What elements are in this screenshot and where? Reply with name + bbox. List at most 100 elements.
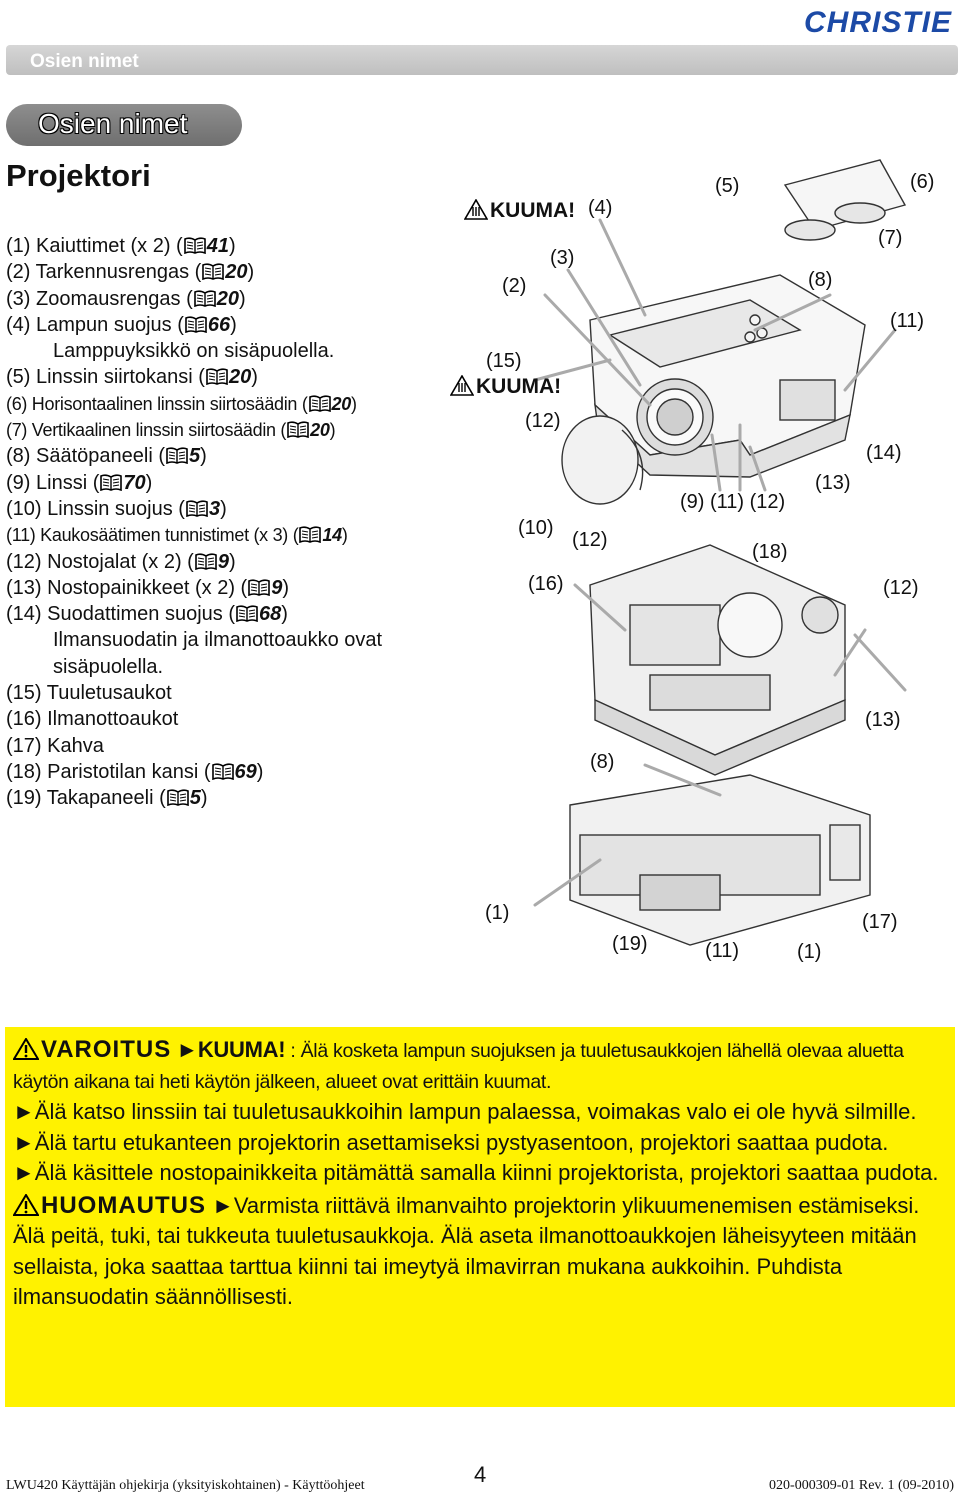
part-page-ref[interactable]: 20 (310, 420, 330, 441)
book-reference-icon (193, 289, 216, 307)
book-reference-icon (206, 368, 228, 386)
parts-list-item: (7) Vertikaalinen linssin siirtosäädin (… (6, 420, 336, 441)
parts-list-item: (12) Nostojalat (x 2) (9) (6, 550, 236, 573)
warning-bullet-1: ►Älä katso linssiin tai tuuletusaukkoihi… (13, 1099, 917, 1124)
part-page-ref[interactable]: 5 (188, 445, 201, 468)
part-text: (15) Tuuletusaukot (6, 682, 172, 705)
part-page-ref[interactable]: 41 (206, 235, 229, 257)
parts-list-item: (18) Paristotilan kansi (69) (6, 760, 264, 783)
part-text: (17) Kahva (6, 734, 104, 757)
part-page-ref[interactable]: 20 (331, 393, 352, 414)
part-text: (1) Kaiuttimet (x 2) ( (6, 235, 183, 257)
parts-list-item: (13) Nostopainikkeet (x 2) (9) (6, 576, 289, 599)
warning-triangle-icon (13, 1038, 39, 1060)
warning-hot-label: ►KUUMA! (176, 1037, 286, 1062)
parts-list-item: (4) Lampun suojus (66) (6, 313, 237, 336)
book-reference-icon (236, 605, 258, 623)
book-reference-icon (299, 526, 322, 544)
parts-list-item: (19) Takapaneeli (5) (6, 787, 208, 810)
callout-19: (19) (612, 933, 648, 955)
callout-15: (15) (486, 350, 522, 372)
parts-list-item: (1) Kaiuttimet (x 2) (41) (6, 235, 236, 257)
part-text: (6) Horisontaalinen linssin siirtosäädin… (6, 393, 308, 414)
parts-list-item: Lamppuyksikkö on sisäpuolella. (6, 338, 456, 364)
parts-list-item: Ilmansuodatin ja ilmanottoaukko ovat (6, 627, 456, 653)
callout-16: (16) (528, 573, 564, 595)
parts-list-item: sisäpuolella. (6, 654, 456, 680)
caution-triangle-icon (13, 1193, 39, 1216)
parts-list-item: (11) Kaukosäätimen tunnistimet (x 3) ( 14… (6, 525, 348, 546)
callout-1-right: (1) (797, 941, 822, 963)
part-page-ref[interactable]: 3 (208, 497, 221, 520)
part-page-ref[interactable]: 20 (216, 287, 239, 310)
parts-list-item: (8) Säätöpaneeli (5) (6, 445, 207, 468)
callout-18: (18) (752, 541, 788, 563)
parts-list-item: (16) Ilmanottoaukot (6, 706, 456, 732)
book-reference-icon (166, 447, 188, 465)
parts-list-item: (10) Linssin suojus (3) (6, 497, 227, 520)
christie-logo: CHRISTIE (803, 6, 952, 39)
part-text: (9) Linssi ( (6, 471, 100, 494)
header-title: Osien nimet (30, 51, 139, 72)
parts-list-item: (2) Tarkennusrengas (20) (6, 261, 255, 284)
callout-10: (10) (518, 517, 554, 539)
callout-6: (6) (910, 171, 935, 193)
callout-3: (3) (550, 247, 575, 269)
warning-bullet-2: ►Älä tartu etukanteen projektorin asetta… (13, 1129, 889, 1155)
page-title: Projektori (6, 158, 151, 193)
part-text: (8) Säätöpaneeli ( (6, 445, 165, 468)
part-page-ref[interactable]: 68 (259, 603, 282, 626)
parts-list-item: (3) Zoomausrengas (20) (6, 287, 246, 310)
projector-illustration (533, 159, 907, 946)
section-title-pill: Osien nimet (6, 104, 242, 146)
callout-11-top: (11) (890, 310, 925, 332)
hot-warning-label-side: KUUMA! (450, 375, 561, 399)
part-page-ref[interactable]: 70 (123, 471, 146, 494)
caution-paragraph: HUOMAUTUS ►Varmista riittävä ilmanvaihto… (13, 1191, 947, 1313)
part-page-ref[interactable]: 20 (225, 261, 248, 284)
callout-5: (5) (715, 175, 740, 197)
parts-list-item: (6) Horisontaalinen linssin siirtosäädin… (6, 393, 357, 414)
part-text: (13) Nostopainikkeet (x 2) ( (6, 576, 248, 599)
part-page-ref[interactable]: 14 (322, 525, 342, 546)
parts-list-item: (14) Suodattimen suojus (68) (6, 603, 288, 626)
warning-box: VAROITUS ►KUUMA! : Älä kosketa lampun su… (5, 1027, 955, 1407)
callout-9-11-12: (9) (11) (12) (680, 491, 786, 513)
parts-list-item: (17) Kahva (6, 733, 456, 759)
part-text: (2) Tarkennusrengas ( (6, 261, 202, 284)
warning-bullet-3: ►Älä käsittele nostopainikkeita pitämätt… (13, 1160, 939, 1185)
book-reference-icon (185, 316, 207, 333)
section-title: Osien nimet (38, 108, 188, 139)
callout-4: (4) (588, 197, 613, 219)
part-text: (11) Kaukosäätimen tunnistimet (x 3) ( (6, 525, 299, 546)
part-text: (5) Linssin siirtokansi ( (6, 366, 205, 389)
part-page-ref[interactable]: 5 (189, 787, 201, 810)
book-reference-icon (166, 789, 189, 807)
book-reference-icon (248, 579, 271, 596)
callout-17: (17) (862, 911, 898, 933)
footer-revision: 020-000309-01 Rev. 1 (09-2010) (769, 1478, 954, 1493)
warning-line1: : Älä kosketa lampun suojuksen ja tuulet… (13, 1040, 904, 1093)
header-bar: Osien nimet (6, 45, 958, 75)
part-page-ref[interactable]: 69 (234, 760, 257, 783)
callout-12-top: (12) (525, 410, 561, 432)
warning-paragraph: VAROITUS ►KUUMA! : Älä kosketa lampun su… (13, 1035, 947, 1097)
part-text: (4) Lampun suojus ( (6, 313, 184, 336)
callout-7: (7) (878, 227, 903, 249)
part-text: (14) Suodattimen suojus ( (6, 603, 236, 626)
callout-2: (2) (502, 275, 527, 297)
part-page-ref[interactable]: 9 (217, 550, 229, 573)
part-text: Lamppuyksikkö on sisäpuolella. (53, 340, 335, 363)
part-page-ref[interactable]: 9 (271, 576, 283, 599)
book-reference-icon (195, 552, 217, 570)
caution-text: ►Varmista riittävä ilmanvaihto projektor… (13, 1192, 920, 1310)
page-number: 4 (474, 1462, 487, 1487)
book-reference-icon (211, 763, 234, 780)
book-reference-icon (100, 474, 123, 491)
callout-11-bottom: (11) (705, 940, 740, 962)
part-page-ref[interactable]: 20 (228, 366, 252, 389)
callout-13-top: (13) (815, 472, 851, 494)
part-text: sisäpuolella. (53, 655, 164, 678)
part-text: (10) Linssin suojus ( (6, 497, 185, 520)
part-page-ref[interactable]: 66 (207, 313, 231, 336)
